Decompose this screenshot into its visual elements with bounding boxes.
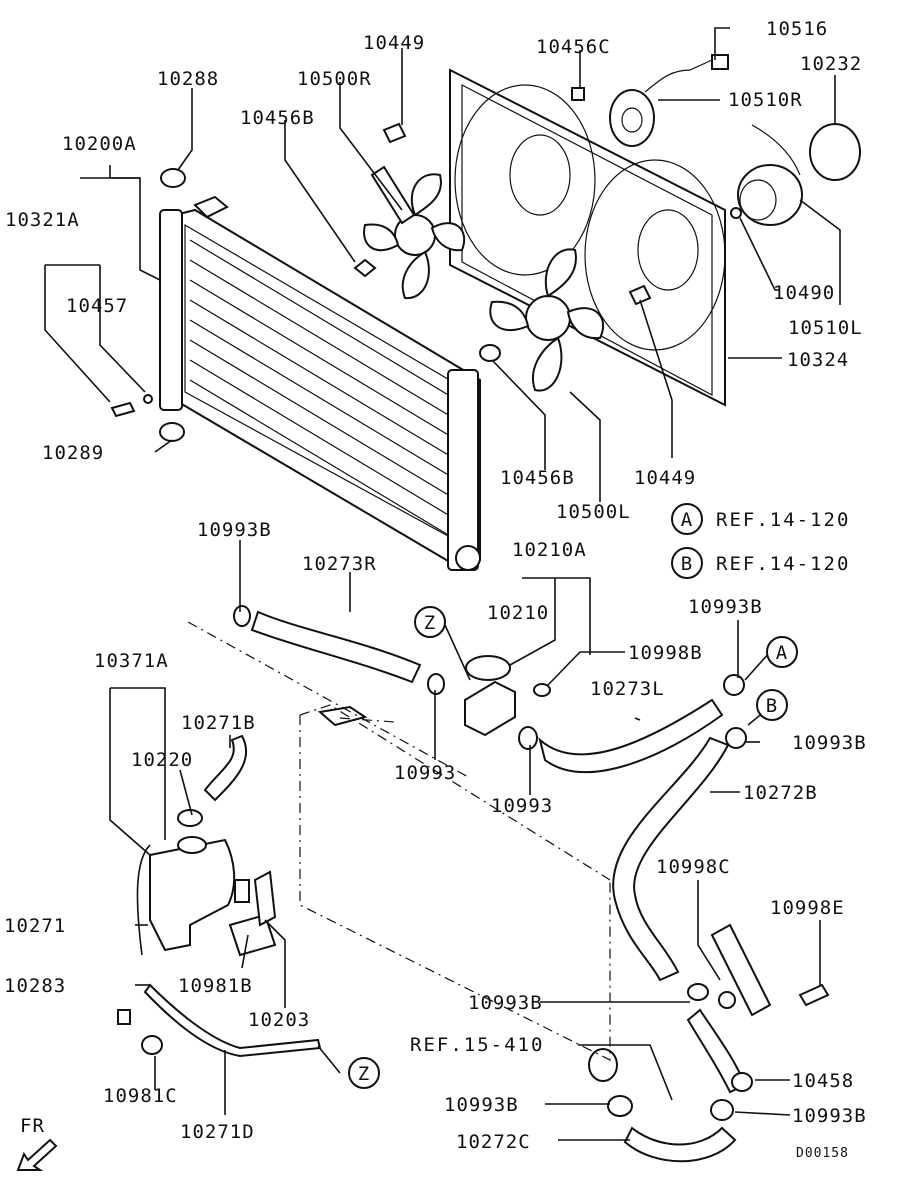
callout-B-hose: B <box>756 689 788 721</box>
label-10993-a: 10993 <box>394 762 456 784</box>
fan-left <box>489 248 605 392</box>
callout-A-hose: A <box>766 636 798 668</box>
label-10510L: 10510L <box>788 317 863 339</box>
label-10516: 10516 <box>766 18 828 40</box>
label-10288: 10288 <box>157 68 219 90</box>
lower-pipe <box>686 923 772 1094</box>
callout-letter-A: A <box>681 509 693 531</box>
callout-letter-A-hose: A <box>776 642 788 664</box>
label-10500R: 10500R <box>297 68 372 90</box>
label-10271D: 10271D <box>180 1121 255 1143</box>
fan-right <box>363 165 466 300</box>
front-orientation-indicator: FR <box>16 1115 58 1171</box>
label-10271B: 10271B <box>181 712 256 734</box>
label-10981B: 10981B <box>178 975 253 997</box>
callout-letter-Z-bottom: Z <box>358 1063 370 1085</box>
label-10457: 10457 <box>66 295 128 317</box>
label-10456B-bottom: 10456B <box>500 467 575 489</box>
callout-letter-B: B <box>681 553 693 575</box>
callout-B-ref: B REF.14-120 <box>671 547 850 579</box>
lower-hose-10272B <box>612 736 730 982</box>
label-10210: 10210 <box>487 602 549 624</box>
diagram-code: D00158 <box>796 1146 849 1161</box>
label-10456C: 10456C <box>536 36 611 58</box>
label-10993B-e: 10993B <box>444 1094 519 1116</box>
upper-hose-right <box>250 610 422 684</box>
callout-letter-Z-top: Z <box>424 612 436 634</box>
label-10371A: 10371A <box>94 650 169 672</box>
ref-text-A: REF.14-120 <box>716 509 850 531</box>
label-10510R: 10510R <box>728 89 803 111</box>
ref-text-15-410: REF.15-410 <box>410 1034 544 1056</box>
label-10998B: 10998B <box>628 642 703 664</box>
part-labels: 10516 10449 10456C 10232 10288 10500R 10… <box>4 18 867 1153</box>
label-10998C: 10998C <box>656 856 731 878</box>
label-10271: 10271 <box>4 915 66 937</box>
small-parts <box>110 87 830 1121</box>
label-10993-b: 10993 <box>491 795 553 817</box>
label-10273R: 10273R <box>302 553 377 575</box>
motor-gasket-10232 <box>809 123 861 181</box>
fan-shroud <box>449 68 726 407</box>
lower-hose-10272C <box>623 1126 737 1163</box>
label-10210A: 10210A <box>512 539 587 561</box>
callout-Z-bottom: Z <box>348 1057 380 1089</box>
fr-label: FR <box>20 1115 45 1137</box>
label-10232: 10232 <box>800 53 862 75</box>
callout-letter-B-hose: B <box>766 695 778 717</box>
label-10203: 10203 <box>248 1009 310 1031</box>
label-10458: 10458 <box>792 1070 854 1092</box>
fr-arrow-icon <box>16 1138 58 1171</box>
label-10993B-b: 10993B <box>688 596 763 618</box>
label-10993B-a: 10993B <box>197 519 272 541</box>
label-10200A: 10200A <box>62 133 137 155</box>
fan-motor-left <box>737 124 803 226</box>
radiator <box>159 195 481 571</box>
callout-A-ref: A REF.14-120 <box>671 503 850 535</box>
label-10272C: 10272C <box>456 1131 531 1153</box>
label-10998E: 10998E <box>770 897 845 919</box>
callout-Z-top: Z <box>414 606 446 638</box>
thermostat-housing <box>464 655 516 737</box>
label-10321A: 10321A <box>5 209 80 231</box>
label-10324: 10324 <box>787 349 849 371</box>
label-10500L: 10500L <box>556 501 631 523</box>
label-10993B-d: 10993B <box>468 992 543 1014</box>
label-10981C: 10981C <box>103 1085 178 1107</box>
label-10283: 10283 <box>4 975 66 997</box>
label-10490: 10490 <box>773 282 835 304</box>
label-10220: 10220 <box>131 749 193 771</box>
label-10289: 10289 <box>42 442 104 464</box>
leader-lines <box>44 27 841 1141</box>
ref-text-B: REF.14-120 <box>716 553 850 575</box>
fan-motor-right <box>609 54 729 147</box>
label-10272B: 10272B <box>743 782 818 804</box>
tank-bracket <box>228 870 277 957</box>
label-10993B-f: 10993B <box>792 1105 867 1127</box>
upper-hose-left <box>538 698 724 774</box>
label-10449-bottom: 10449 <box>634 467 696 489</box>
label-10449-top: 10449 <box>363 32 425 54</box>
label-10273L: 10273L <box>590 678 665 700</box>
phantom-radiator <box>187 621 611 1061</box>
label-10456B-top: 10456B <box>240 107 315 129</box>
label-10993B-c: 10993B <box>792 732 867 754</box>
